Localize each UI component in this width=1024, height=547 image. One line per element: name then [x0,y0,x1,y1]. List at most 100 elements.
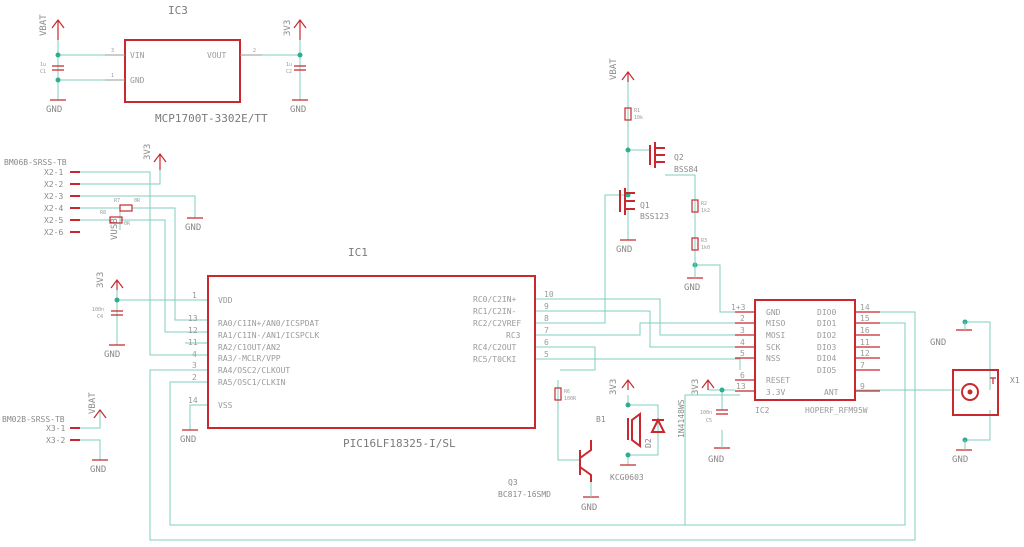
supply-symbols [50,19,972,498]
gnd-label-2: GND [290,105,306,115]
svg-text:14: 14 [860,303,870,312]
svg-text:RC5/T0CKI: RC5/T0CKI [473,355,517,364]
svg-text:DIO5: DIO5 [817,366,836,375]
svg-text:KCG0603: KCG0603 [610,473,644,482]
wires [57,40,991,541]
gnd-label-4: GND [104,350,120,360]
svg-text:X2-2: X2-2 [44,180,63,189]
ic2-radio-module: IC2 HOPERF_RFM95W GND MISO MOSI SCK NSS … [731,299,880,415]
svg-text:X2-4: X2-4 [44,204,63,213]
svg-text:B1: B1 [596,415,606,424]
ic3-regulator: IC3 MCP1700T-3302E/TT VIN GND VOUT 3 1 2 [105,4,268,125]
svg-text:0R: 0R [124,221,131,227]
svg-text:DIO3: DIO3 [817,343,836,352]
resistor-r2: R2 1k2 [691,199,710,214]
svg-text:RC1/C2IN-: RC1/C2IN- [473,307,516,316]
gnd-label-3: GND [185,223,201,233]
svg-text:100n: 100n [700,410,712,416]
svg-text:9: 9 [544,302,549,311]
svg-text:8: 8 [544,314,549,323]
svg-text:RA4/OSC2/CLKOUT: RA4/OSC2/CLKOUT [218,366,290,375]
svg-text:R6: R6 [564,389,570,395]
svg-text:Q2: Q2 [674,153,684,162]
svg-text:1N4148WS: 1N4148WS [677,399,686,438]
svg-text:6: 6 [544,338,549,347]
ic2-part: HOPERF_RFM95W [805,406,868,415]
svg-text:DIO0: DIO0 [817,308,836,317]
svg-text:C2: C2 [286,69,292,75]
svg-text:DIO4: DIO4 [817,354,836,363]
ic3-pin-num-vin: 3 [111,48,114,54]
svg-text:VDD: VDD [218,296,233,305]
svg-text:3: 3 [740,326,745,335]
v33-label-3: 3V3 [96,272,106,288]
svg-text:RA3/-MCLR/VPP: RA3/-MCLR/VPP [218,354,281,363]
svg-text:11: 11 [860,338,870,347]
gnd-label-1: GND [46,105,62,115]
svg-text:NSS: NSS [766,354,781,363]
svg-text:7: 7 [860,361,865,370]
svg-text:RC4/C2OUT: RC4/C2OUT [473,343,517,352]
svg-text:Q1: Q1 [640,201,650,210]
vusb-label: VUSB [110,218,120,240]
transistor-q2: Q2 BSS84 [649,142,698,174]
gnd-label-6: GND [90,465,106,475]
svg-text:C5: C5 [706,418,712,424]
svg-text:X3-1: X3-1 [46,424,65,433]
ic2-ref: IC2 [755,406,770,415]
svg-text:13: 13 [188,314,198,323]
connector-x2: BM06B-SRSS-TB X2-1 X2-2 X2-3 X2-4 X2-5 X… [4,158,80,237]
ic3-pin-num-gnd: 1 [111,73,114,79]
svg-text:100R: 100R [564,396,577,402]
svg-text:9: 9 [860,382,865,391]
svg-text:X3-2: X3-2 [46,436,65,445]
ic1-part: PIC16LF18325-I/SL [343,437,456,450]
antenna-connector-x1: X1 [952,369,1020,416]
svg-text:BC817-16SMD: BC817-16SMD [498,490,551,499]
svg-text:3: 3 [192,361,197,370]
diode-d2: D2 1N4148WS [644,399,686,448]
svg-text:11: 11 [188,338,198,347]
svg-text:MISO: MISO [766,319,785,328]
svg-text:12: 12 [188,326,198,335]
svg-text:C1: C1 [40,69,46,75]
svg-text:16: 16 [860,326,870,335]
svg-text:RA0/C1IN+/AN0/ICSPDAT: RA0/C1IN+/AN0/ICSPDAT [218,319,319,328]
svg-text:2: 2 [192,373,197,382]
svg-text:5: 5 [740,349,745,358]
svg-text:RC0/C2IN+: RC0/C2IN+ [473,295,517,304]
resistor-r7: R7 0R [114,198,141,212]
vbat-label-2: VBAT [88,392,98,414]
svg-text:7: 7 [544,326,549,335]
gnd-label-5: GND [180,435,196,445]
svg-text:GND: GND [766,308,781,317]
svg-text:R1: R1 [634,108,640,114]
svg-text:RESET: RESET [766,376,790,385]
svg-text:3.3V: 3.3V [766,388,785,397]
gnd-label-9: GND [581,503,597,513]
svg-text:R7: R7 [114,198,120,204]
svg-text:12: 12 [860,349,870,358]
svg-text:6: 6 [740,371,745,380]
svg-text:RC2/C2VREF: RC2/C2VREF [473,319,521,328]
svg-text:VSS: VSS [218,401,233,410]
svg-text:1+3: 1+3 [731,303,746,312]
svg-text:Q3: Q3 [508,478,518,487]
v33-label-1: 3V3 [283,20,293,36]
svg-text:5: 5 [544,350,549,359]
svg-text:100n: 100n [92,307,104,313]
svg-text:0R: 0R [134,198,141,204]
svg-text:DIO1: DIO1 [817,319,836,328]
x3-ref: BM02B-SRSS-TB [2,415,65,424]
ic3-part: MCP1700T-3302E/TT [155,112,268,125]
svg-text:X2-6: X2-6 [44,228,63,237]
gnd-label-12: GND [952,455,968,465]
gnd-label-7: GND [616,245,632,255]
vbat-label-1: VBAT [39,14,49,36]
buzzer-b1: B1 KCG0603 [596,412,644,482]
svg-text:MOSI: MOSI [766,331,785,340]
svg-text:ANT: ANT [824,388,839,397]
svg-text:10: 10 [544,290,554,299]
svg-text:1u: 1u [40,62,46,68]
transistor-q3: Q3 BC817-16SMD [498,440,592,499]
